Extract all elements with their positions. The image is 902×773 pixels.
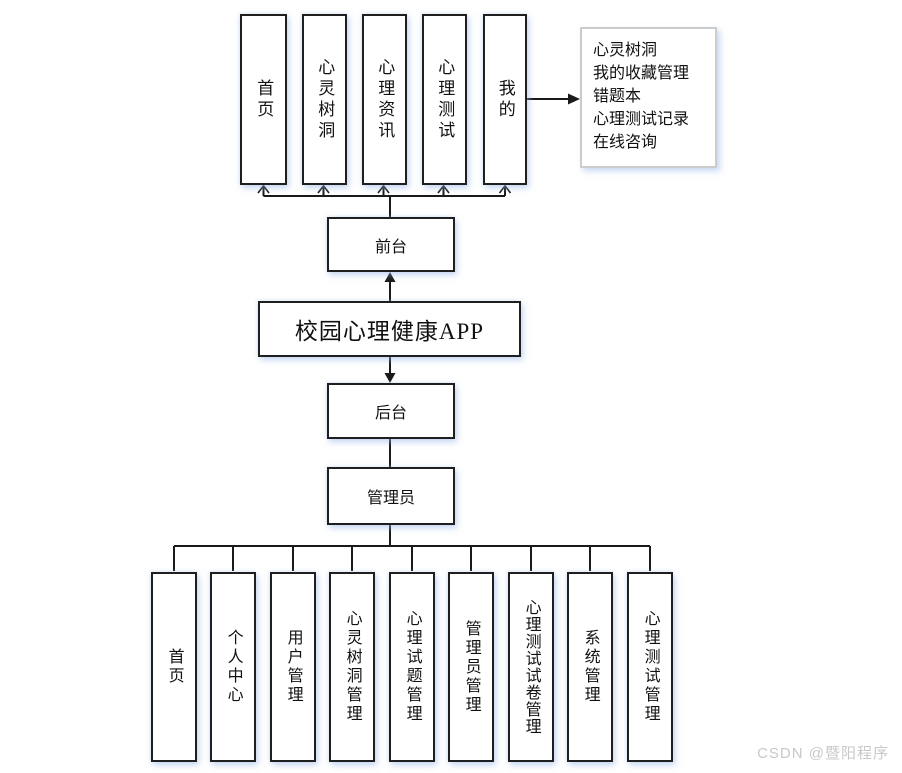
back-module-box-system-mgmt: 系统管理 (567, 572, 613, 762)
front-module-label: 心理资讯 (375, 57, 395, 142)
admin-node-label: 管理员 (366, 490, 415, 507)
back-module-box-psych-test-mgmt: 心理测试管理 (627, 572, 673, 762)
up-arrowhead-icon (257, 184, 512, 194)
front-module-box-psych-test: 心理测试 (422, 14, 467, 185)
back-module-label: 系统管理 (581, 629, 599, 705)
front-node-box: 前台 (327, 217, 455, 272)
back-module-box-personal-center: 个人中心 (210, 572, 256, 762)
front-module-label: 心灵树洞 (315, 57, 335, 142)
my-submenu-box: 心灵树洞 我的收藏管理 错题本 心理测试记录 在线咨询 (580, 27, 717, 168)
back-module-label: 心理测试试卷管理 (522, 599, 540, 735)
up-arrowhead-icon (384, 272, 396, 282)
back-module-label: 个人中心 (224, 629, 242, 705)
back-module-box-user-mgmt: 用户管理 (270, 572, 316, 762)
back-module-box-question-mgmt: 心理试题管理 (389, 572, 435, 762)
front-module-label: 首页 (254, 78, 274, 121)
back-module-label: 心灵树洞管理 (343, 610, 361, 724)
front-module-box-home: 首页 (240, 14, 287, 185)
back-node-box: 后台 (327, 383, 455, 439)
back-module-box-home: 首页 (151, 572, 197, 762)
submenu-item: 心理测试记录 (593, 111, 690, 128)
submenu-item: 我的收藏管理 (593, 65, 690, 82)
front-module-label: 我的 (495, 78, 515, 121)
submenu-item: 错题本 (593, 88, 642, 105)
back-module-box-admin-mgmt: 管理员管理 (448, 572, 494, 762)
back-module-label: 心理测试管理 (641, 610, 659, 724)
back-module-box-test-paper-mgmt: 心理测试试卷管理 (508, 572, 554, 762)
down-arrowhead-icon (384, 373, 396, 383)
front-module-box-mine: 我的 (483, 14, 527, 185)
app-title-box: 校园心理健康APP (258, 301, 521, 357)
admin-node-box: 管理员 (327, 467, 455, 525)
back-node-label: 后台 (374, 405, 407, 422)
front-module-box-tree-hole: 心灵树洞 (302, 14, 347, 185)
front-module-box-psych-news: 心理资讯 (362, 14, 407, 185)
back-module-label: 管理员管理 (462, 619, 480, 715)
back-module-label: 首页 (165, 648, 183, 686)
app-title: 校园心理健康APP (294, 319, 485, 344)
right-arrowhead-icon (568, 93, 580, 105)
front-node-label: 前台 (374, 238, 407, 256)
back-module-label: 用户管理 (284, 629, 302, 705)
front-module-label: 心理测试 (435, 57, 455, 142)
submenu-item: 在线咨询 (593, 134, 658, 151)
back-module-box-tree-hole-mgmt: 心灵树洞管理 (329, 572, 375, 762)
submenu-item: 心灵树洞 (593, 42, 658, 59)
csdn-watermark: CSDN @暨阳程序 (757, 745, 889, 762)
back-module-label: 心理试题管理 (403, 610, 421, 724)
